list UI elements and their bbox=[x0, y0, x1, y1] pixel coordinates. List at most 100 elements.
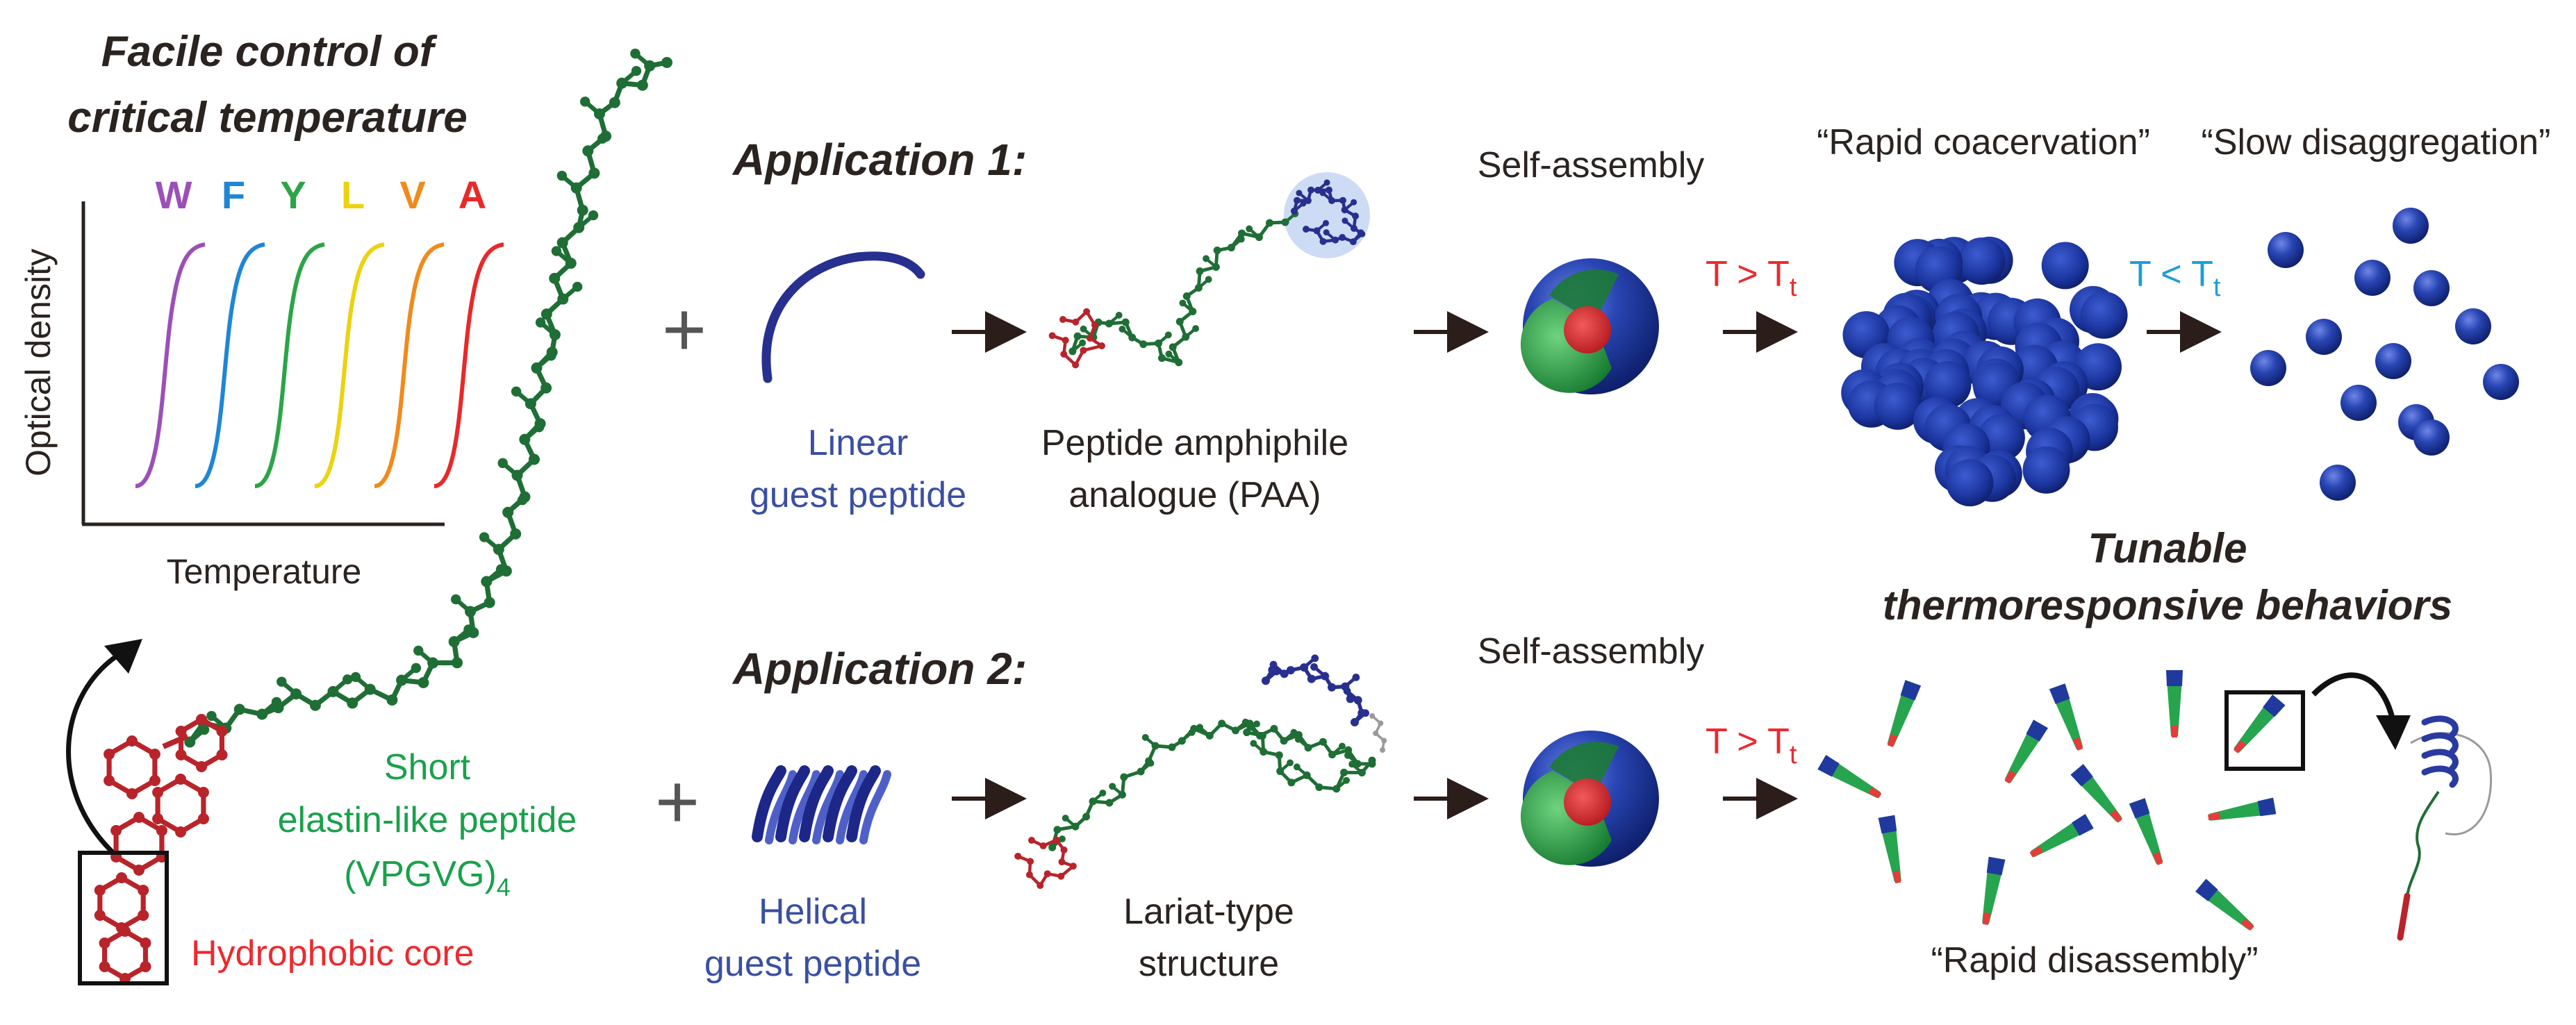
hydrophobic-core bbox=[94, 714, 228, 984]
coacervate-sphere bbox=[1946, 459, 1994, 507]
app2-guest-label-1: Helical bbox=[759, 892, 867, 932]
dispersed-sphere bbox=[2483, 364, 2519, 400]
helical-guest-peptide bbox=[752, 765, 891, 844]
cone-unimers bbox=[1817, 670, 2286, 931]
coacervate-sphere bbox=[1958, 238, 2006, 285]
core-label: Hydrophobic core bbox=[191, 933, 474, 974]
cone-unimer bbox=[2166, 670, 2183, 738]
dispersed-sphere bbox=[2320, 465, 2356, 501]
app2-product-label-1: Lariat-type bbox=[1123, 892, 1294, 932]
residue-letter-f: F bbox=[222, 173, 245, 217]
app1-heat-condition: T > Tt bbox=[1706, 254, 1797, 302]
curved-arrow bbox=[66, 651, 123, 856]
app2-self-assembly-label: Self-assembly bbox=[1478, 631, 1705, 672]
od-curve-v bbox=[374, 242, 445, 488]
dispersed-sphere bbox=[2393, 208, 2429, 244]
app1-guest-label-1: Linear bbox=[808, 423, 909, 463]
cone-unimer bbox=[2004, 719, 2048, 784]
coacervate-sphere bbox=[2080, 291, 2128, 339]
cone-unimer bbox=[1982, 856, 2006, 926]
zoom-arrow bbox=[2311, 672, 2396, 723]
cone-unimer bbox=[2195, 878, 2254, 931]
sigmoid-curves bbox=[135, 242, 504, 488]
cone-unimer bbox=[1887, 680, 1922, 747]
short-label-2: elastin-like peptide bbox=[278, 800, 577, 840]
dispersed-sphere bbox=[2306, 319, 2342, 355]
app1-self-assembly-label: Self-assembly bbox=[1478, 145, 1705, 185]
y-axis-label: Optical density bbox=[19, 249, 58, 476]
unimer-zoom-structure bbox=[2397, 715, 2493, 941]
linear-guest-peptide bbox=[761, 251, 925, 383]
residue-letter-v: V bbox=[399, 173, 425, 217]
x-axis-label: Temperature bbox=[167, 552, 362, 591]
cone-unimer bbox=[2049, 683, 2083, 751]
core-highlight-box bbox=[78, 851, 169, 985]
od-curve-w bbox=[135, 242, 206, 488]
od-curve-l bbox=[314, 242, 385, 488]
application-2: Application 2: + Helical guest peptide L… bbox=[655, 631, 2493, 984]
panel-title-line1: Facile control of bbox=[101, 28, 438, 76]
cone-unimer bbox=[2129, 798, 2163, 865]
unimer-highlight-box bbox=[2224, 690, 2305, 771]
app2-heat-condition: T > Tt bbox=[1706, 722, 1797, 769]
cone-unimer bbox=[2029, 814, 2094, 858]
dispersed-sphere bbox=[2375, 343, 2411, 379]
od-curve-a bbox=[434, 242, 504, 488]
elp-chain bbox=[184, 48, 672, 748]
residue-letter-a: A bbox=[459, 173, 486, 217]
paa-head-highlight bbox=[1284, 172, 1370, 258]
cone-unimer bbox=[2207, 797, 2277, 821]
dispersed-sphere bbox=[2413, 270, 2450, 306]
app1-title: Application 1: bbox=[732, 135, 1027, 185]
plus-sign-1: + bbox=[662, 287, 707, 372]
residue-letter-l: L bbox=[341, 173, 365, 217]
app2-micelle bbox=[1520, 731, 1659, 867]
left-panel: Facile control of critical temperature W… bbox=[19, 28, 672, 985]
cone-unimer bbox=[1878, 815, 1901, 884]
dispersed-sphere bbox=[2455, 308, 2491, 344]
coacervate-sphere bbox=[1924, 360, 1972, 408]
coacervate-cluster bbox=[1841, 236, 2128, 507]
cone-unimer bbox=[2070, 764, 2123, 823]
curved-arrow-head bbox=[104, 639, 142, 674]
residue-letter-y: Y bbox=[280, 173, 306, 217]
app2-title: Application 2: bbox=[732, 644, 1027, 694]
coacervation-label: “Rapid coacervation” bbox=[1817, 122, 2150, 162]
disassembly-label: “Rapid disassembly” bbox=[1931, 940, 2258, 981]
disaggregation-label: “Slow disaggregation” bbox=[2202, 122, 2551, 162]
dispersed-sphere bbox=[2268, 232, 2304, 268]
od-plot: Optical density Temperature bbox=[19, 201, 504, 591]
cone-unimer bbox=[1817, 755, 1882, 799]
coacervate-sphere bbox=[2041, 242, 2089, 290]
dispersed-sphere bbox=[2413, 419, 2450, 456]
coacervate-sphere bbox=[2022, 446, 2070, 494]
app1-product-label-2: analogue (PAA) bbox=[1068, 475, 1321, 515]
zoom-arrow-head bbox=[2376, 715, 2411, 750]
application-1: Application 1: + Linear guest peptide Pe… bbox=[662, 122, 2551, 515]
app2-guest-label-2: guest peptide bbox=[704, 944, 921, 984]
panel-title-line2: critical temperature bbox=[67, 94, 467, 142]
tunable-label-2: thermoresponsive behaviors bbox=[1883, 582, 2452, 628]
dispersed-spheres bbox=[2250, 208, 2519, 501]
coacervate-sphere bbox=[1874, 382, 1922, 430]
plus-sign-2: + bbox=[655, 759, 700, 844]
paa-molecule bbox=[1048, 179, 1366, 369]
app1-micelle bbox=[1520, 258, 1659, 394]
short-label-3: (VPGVG)4 bbox=[344, 854, 511, 901]
lariat-molecule bbox=[1014, 654, 1387, 890]
app1-cool-condition: T < Tt bbox=[2129, 254, 2221, 302]
cone-unimer bbox=[2233, 694, 2286, 753]
od-curve-f bbox=[195, 242, 265, 488]
dispersed-sphere bbox=[2354, 260, 2391, 296]
tunable-label-1: Tunable bbox=[2088, 525, 2247, 572]
app1-guest-label-2: guest peptide bbox=[750, 475, 966, 515]
app2-product-label-2: structure bbox=[1139, 944, 1279, 984]
short-label-1: Short bbox=[384, 747, 471, 788]
app1-product-label-1: Peptide amphiphile bbox=[1041, 423, 1348, 463]
od-curve-y bbox=[254, 242, 325, 488]
residue-letter-w: W bbox=[156, 173, 192, 217]
dispersed-sphere bbox=[2340, 385, 2377, 421]
dispersed-sphere bbox=[2250, 350, 2286, 386]
